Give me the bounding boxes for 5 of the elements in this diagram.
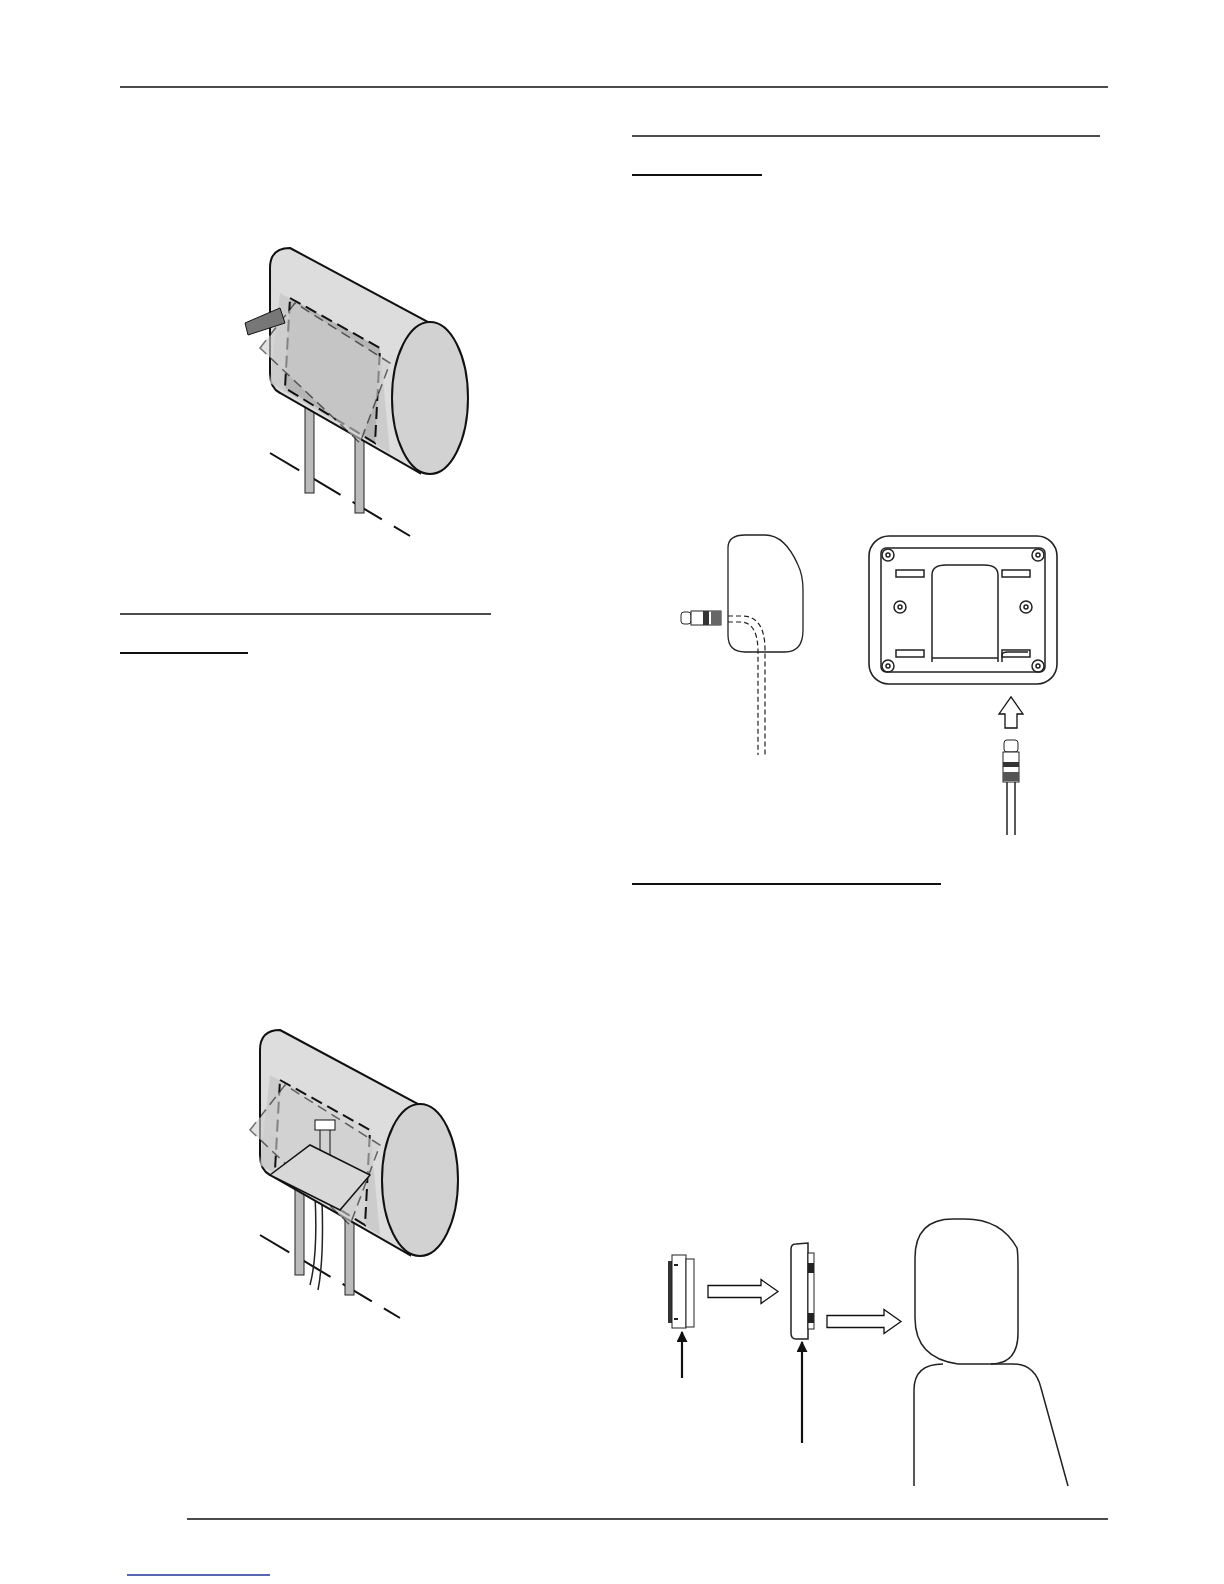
arrow: [676, 1330, 688, 1378]
arrow: [796, 1340, 808, 1443]
hollow-arrow: [997, 695, 1025, 729]
hollow-arrow: [707, 1278, 780, 1305]
hollow-arrow: [826, 1308, 903, 1335]
